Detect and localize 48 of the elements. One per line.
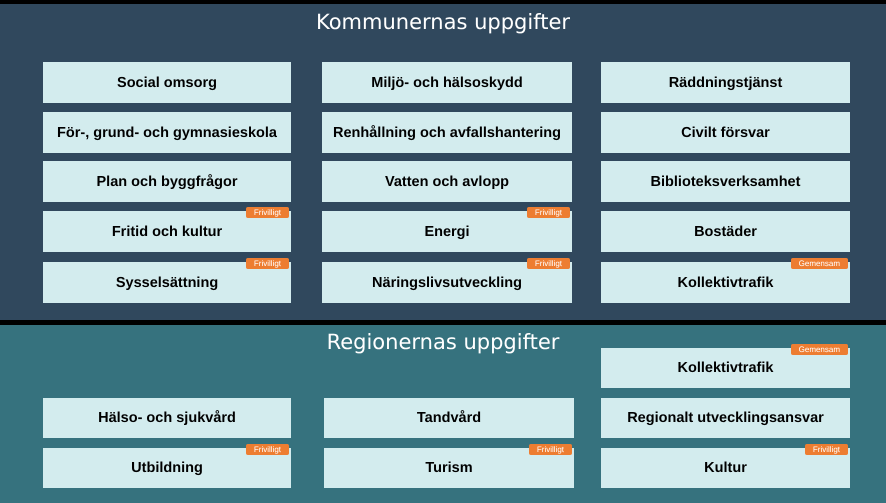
task-card [43, 112, 291, 153]
section-heading: Regionernas uppgifter [326, 330, 560, 354]
status-tag: Gemensam [790, 344, 848, 355]
status-tag: Gemensam [790, 258, 848, 269]
task-card [322, 161, 572, 202]
task-label: Bostäder [694, 224, 757, 240]
task-label: Miljö- och hälsoskydd [371, 74, 523, 90]
task-label: Tandvård [416, 410, 482, 426]
task-label: Biblioteksverksamhet [650, 174, 800, 190]
section-heading: Kommunernas uppgifter [316, 10, 570, 34]
status-tag: Frivilligt [526, 258, 570, 269]
task-label: Kultur [704, 460, 747, 476]
task-card [601, 211, 850, 252]
task-label: Hälso- och sjukvård [98, 410, 236, 426]
task-card [601, 112, 850, 153]
task-card [601, 62, 850, 103]
task-label: Social omsorg [117, 74, 217, 90]
task-label: Räddningstjänst [668, 74, 782, 90]
task-card [43, 62, 291, 103]
status-tag: Frivilligt [246, 258, 289, 269]
task-label: Renhållning och avfallshantering [332, 124, 561, 140]
task-card [322, 62, 572, 103]
status-tag: Frivilligt [804, 444, 848, 455]
task-label: Regionalt utvecklingsansvar [627, 410, 824, 426]
task-card [43, 161, 291, 202]
task-label: Utbildning [131, 460, 203, 476]
task-card [324, 398, 574, 438]
task-label: Civilt försvar [681, 124, 770, 140]
status-tag: Frivilligt [246, 444, 289, 455]
task-label: Turism [425, 460, 473, 476]
task-card [43, 398, 291, 438]
task-card [601, 161, 850, 202]
task-label: Sysselsättning [116, 274, 218, 290]
task-card [322, 112, 572, 153]
task-card [601, 398, 850, 438]
section-panel [0, 4, 886, 320]
status-tag: Frivilligt [526, 207, 570, 218]
task-label: Kollektivtrafik [678, 274, 774, 290]
status-tag: Frivilligt [528, 444, 572, 455]
task-label: Kollektivtrafik [678, 360, 774, 376]
task-label: Plan och byggfrågor [96, 174, 238, 190]
section-panel [0, 325, 886, 503]
status-tag: Frivilligt [246, 207, 289, 218]
task-label: För-, grund- och gymnasieskola [57, 124, 277, 140]
task-label: Vatten och avlopp [384, 174, 510, 190]
task-label: Energi [424, 224, 470, 240]
task-label: Fritid och kultur [112, 224, 222, 240]
task-label: Näringslivsutveckling [372, 274, 522, 290]
